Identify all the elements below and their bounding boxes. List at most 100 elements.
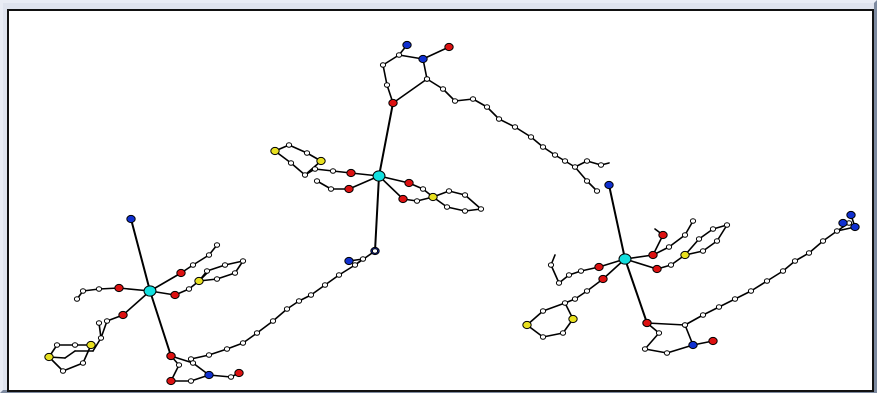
carbon-atom <box>763 278 771 284</box>
carbon-atom <box>53 342 61 348</box>
bond <box>574 166 588 182</box>
oxygen-atom <box>234 368 244 378</box>
carbon-atom <box>285 142 293 148</box>
nitrogen-atom <box>204 370 214 380</box>
oxygen-atom <box>346 168 356 178</box>
carbon-atom <box>307 292 315 298</box>
carbon-atom <box>185 286 193 292</box>
carbon-atom <box>371 248 379 254</box>
bond <box>382 54 400 66</box>
bond <box>64 350 76 359</box>
carbon-atom <box>593 188 601 194</box>
bond <box>62 362 84 372</box>
oxygen-atom <box>708 336 718 346</box>
bond <box>514 126 532 138</box>
sulfur-atom <box>568 314 578 324</box>
carbon-atom <box>239 340 247 346</box>
carbon-atom <box>451 98 459 104</box>
carbon-atom <box>527 134 535 140</box>
carbon-atom <box>583 158 591 164</box>
oxygen-atom <box>166 376 176 386</box>
carbon-atom <box>495 116 503 122</box>
carbon-atom <box>469 96 477 102</box>
bond <box>644 348 668 354</box>
carbon-atom <box>321 282 329 288</box>
oxygen-atom <box>652 264 662 274</box>
nitrogen-atom <box>846 210 856 220</box>
oxygen-atom <box>444 42 454 52</box>
carbon-atom <box>583 178 591 184</box>
bond <box>550 264 560 284</box>
carbon-atom <box>221 262 229 268</box>
carbon-atom <box>71 342 79 348</box>
carbon-atom <box>287 160 295 166</box>
bond <box>100 320 108 339</box>
carbon-atom <box>833 228 841 234</box>
atom-layer <box>44 40 860 386</box>
carbon-atom <box>551 152 559 158</box>
bond <box>644 332 660 350</box>
oxygen-atom <box>344 184 354 194</box>
bond <box>208 348 228 356</box>
bond <box>130 218 151 292</box>
carbon-atom <box>819 238 827 244</box>
carbon-atom <box>239 258 247 264</box>
carbon-atom <box>395 52 403 58</box>
molecule-svg <box>44 40 860 386</box>
carbon-atom <box>663 350 671 356</box>
carbon-atom <box>483 104 491 110</box>
bond <box>216 272 236 280</box>
carbon-atom <box>439 86 447 92</box>
carbon-atom <box>311 166 319 172</box>
carbon-atom <box>205 352 213 358</box>
bond <box>426 78 444 90</box>
carbon-atom <box>269 318 277 324</box>
carbon-atom <box>283 306 291 312</box>
bond <box>464 194 482 210</box>
carbon-atom <box>213 242 221 248</box>
carbon-atom <box>539 334 547 340</box>
bond <box>624 258 648 324</box>
carbon-atom <box>723 222 731 228</box>
carbon-atom <box>203 268 211 274</box>
bond <box>382 64 388 86</box>
metal-atom <box>372 170 386 182</box>
carbon-atom <box>565 272 573 278</box>
carbon-atom <box>511 124 519 130</box>
carbon-atom <box>303 150 311 156</box>
carbon-atom <box>667 262 675 268</box>
carbon-atom <box>715 304 723 310</box>
bond <box>378 102 394 177</box>
nitrogen-atom <box>126 214 136 224</box>
carbon-atom <box>555 280 563 286</box>
carbon-atom <box>205 252 213 258</box>
carbon-atom <box>689 218 697 224</box>
carbon-atom <box>681 322 689 328</box>
carbon-atom <box>95 286 103 292</box>
bond <box>716 224 728 242</box>
sulfur-atom <box>86 340 96 350</box>
carbon-atom <box>419 186 427 192</box>
oxygen-atom <box>594 262 604 272</box>
carbon-atom <box>95 320 103 326</box>
carbon-atom <box>571 296 579 302</box>
oxygen-atom <box>642 318 652 328</box>
carbon-atom <box>423 76 431 82</box>
carbon-atom <box>539 308 547 314</box>
carbon-atom <box>97 335 105 341</box>
carbon-atom <box>301 172 309 178</box>
carbon-atom <box>747 288 755 294</box>
carbon-atom <box>583 288 591 294</box>
carbon-atom <box>681 232 689 238</box>
carbon-atom <box>655 330 663 336</box>
carbon-atom <box>313 178 321 184</box>
structure-viewport <box>7 9 874 392</box>
carbon-atom <box>359 256 367 262</box>
sulfur-atom <box>270 146 280 156</box>
metal-atom <box>618 253 632 265</box>
bond <box>256 320 274 334</box>
carbon-atom <box>577 268 585 274</box>
sulfur-atom <box>680 250 690 260</box>
nitrogen-atom <box>344 256 354 266</box>
